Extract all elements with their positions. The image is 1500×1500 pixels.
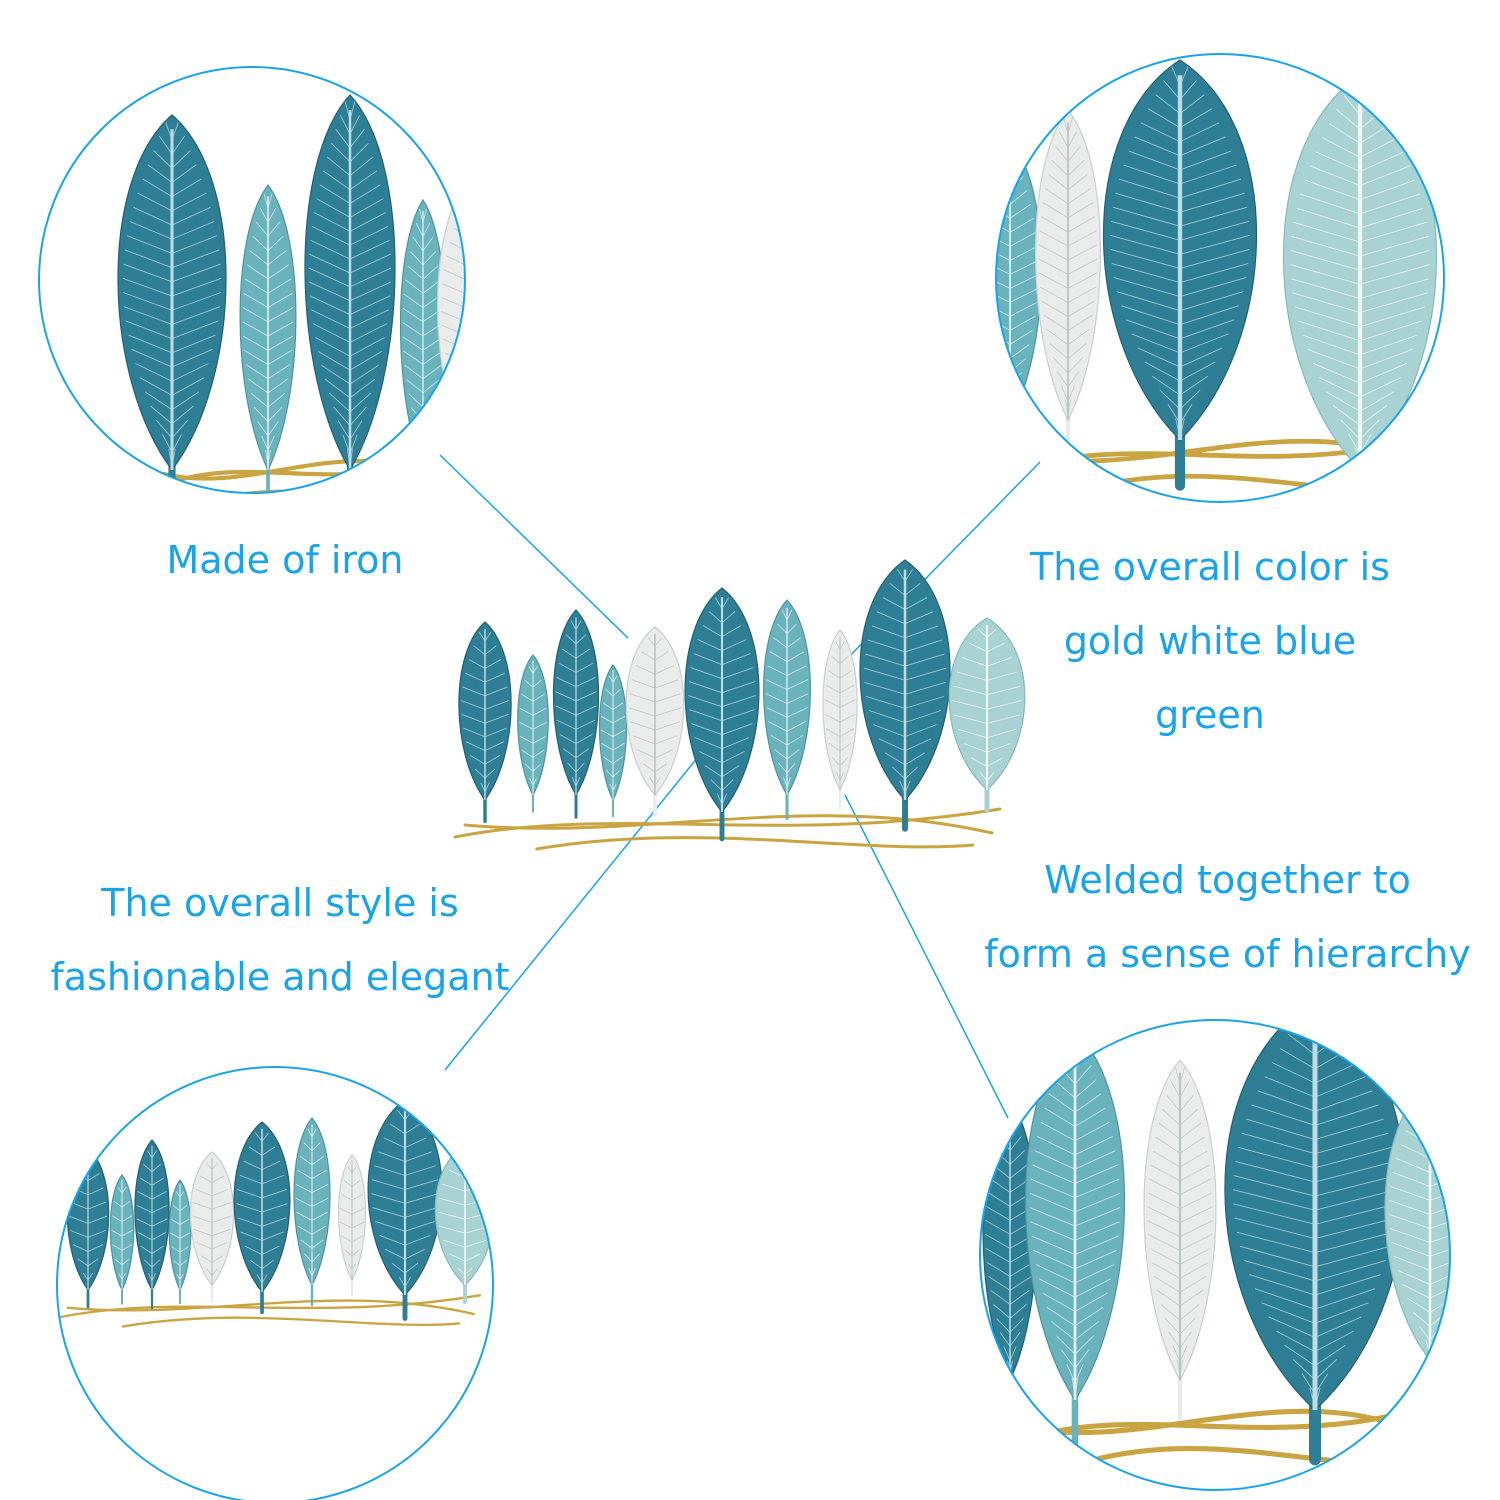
leaf-4 bbox=[598, 664, 628, 818]
zoom-top-left-leaf-2 bbox=[239, 183, 297, 493]
zoom-top-left-wires bbox=[147, 449, 463, 493]
zoom-bottom-left-leaf-7 bbox=[293, 1117, 331, 1307]
caption-style-line-1: The overall style is bbox=[101, 881, 459, 925]
product-main-image bbox=[453, 559, 1026, 851]
zoom-top-right-leaf-2 bbox=[1035, 109, 1101, 460]
caption-structure-line-1: Welded together to bbox=[1044, 858, 1411, 902]
leaf-5 bbox=[625, 626, 685, 818]
zoom-circle-top-right bbox=[995, 53, 1445, 503]
caption-color-line-1: The overall color is bbox=[1030, 545, 1390, 589]
zoom-top-left-leaf-1 bbox=[117, 114, 227, 493]
caption-color-line-2: gold white blue bbox=[1063, 619, 1357, 663]
connector-line-bottom-right bbox=[844, 794, 1009, 1119]
caption-color-line-3: green bbox=[1155, 693, 1265, 737]
connector-line-bottom-left bbox=[444, 751, 703, 1071]
connector-line-top-left bbox=[439, 454, 629, 639]
zoom-bottom-left-leaf-8 bbox=[337, 1154, 367, 1296]
leaf-1 bbox=[458, 621, 512, 824]
zoom-top-right-leaf-4 bbox=[1282, 74, 1438, 502]
zoom-circle-bottom-right bbox=[979, 1019, 1451, 1491]
zoom-top-right-leaf-1 bbox=[996, 139, 1043, 456]
leaf-8 bbox=[822, 629, 858, 811]
caption-color: The overall color is gold white blue gre… bbox=[985, 530, 1435, 752]
zoom-image-top-right bbox=[996, 59, 1444, 502]
zoom-bottom-left-wires bbox=[58, 1294, 482, 1328]
zoom-bottom-left-leaf-5 bbox=[189, 1151, 235, 1303]
leaf-7 bbox=[763, 599, 811, 820]
zoom-top-right-leaf-3 bbox=[1102, 59, 1258, 491]
leaf-9 bbox=[859, 559, 951, 832]
zoom-bottom-right-leaf-5 bbox=[1384, 1079, 1450, 1397]
leaf-6 bbox=[684, 587, 760, 842]
zoom-bottom-left-leaf-3 bbox=[134, 1139, 170, 1310]
zoom-image-bottom-right bbox=[982, 1020, 1450, 1471]
zoom-bottom-left-leaf-4 bbox=[168, 1178, 192, 1305]
zoom-circle-frames bbox=[38, 53, 1451, 1500]
zoom-bottom-right-leaf-3 bbox=[1143, 1059, 1217, 1421]
zoom-top-left-leaf-4 bbox=[399, 198, 447, 493]
zoom-circle-bottom-left bbox=[56, 1066, 494, 1500]
gold-wire-frame bbox=[453, 807, 1002, 851]
caption-structure-line-2: form a sense of hierarchy bbox=[984, 932, 1471, 976]
zoom-bottom-left-leaf-10 bbox=[434, 1144, 493, 1304]
zoom-top-left-leaf-3 bbox=[304, 94, 396, 493]
caption-style: The overall style is fashionable and ele… bbox=[20, 866, 540, 1014]
zoom-bottom-right-wires bbox=[997, 1397, 1450, 1471]
zoom-image-top-left bbox=[117, 94, 465, 493]
zoom-image-bottom-left bbox=[58, 1099, 493, 1328]
zoom-bottom-right-leaf-2 bbox=[1024, 1029, 1126, 1448]
zoom-bottom-left-leaf-6 bbox=[233, 1121, 291, 1315]
zoom-top-left-leaf-5 bbox=[436, 164, 465, 472]
caption-material: Made of iron bbox=[140, 523, 430, 597]
caption-structure: Welded together to form a sense of hiera… bbox=[955, 843, 1500, 991]
caption-material-line-1: Made of iron bbox=[166, 538, 404, 582]
leaf-3 bbox=[552, 609, 600, 819]
caption-style-line-2: fashionable and elegant bbox=[50, 955, 510, 999]
leaf-2 bbox=[517, 654, 549, 813]
zoom-bottom-left-leaf-9 bbox=[367, 1099, 443, 1321]
zoom-bottom-right-leaf-4 bbox=[1224, 1020, 1406, 1466]
zoom-circle-top-left bbox=[38, 66, 466, 494]
zoom-bottom-left-leaf-2 bbox=[109, 1174, 135, 1305]
leaf-10 bbox=[948, 617, 1026, 814]
